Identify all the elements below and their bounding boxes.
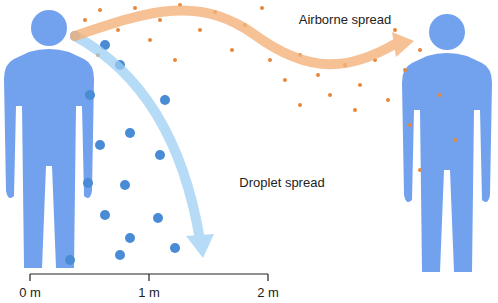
scale-label: 1 m: [136, 285, 162, 301]
person-right: [402, 14, 492, 272]
scale-label: 0 m: [17, 285, 43, 301]
airborne-arrow: [75, 10, 414, 64]
arrow-label: Droplet spread: [237, 175, 326, 191]
scale-bar: [30, 274, 268, 281]
person-left: [4, 10, 94, 268]
droplet-arrow: [75, 36, 214, 258]
arrow-label: Airborne spread: [297, 12, 394, 28]
scale-label: 2 m: [255, 285, 281, 301]
